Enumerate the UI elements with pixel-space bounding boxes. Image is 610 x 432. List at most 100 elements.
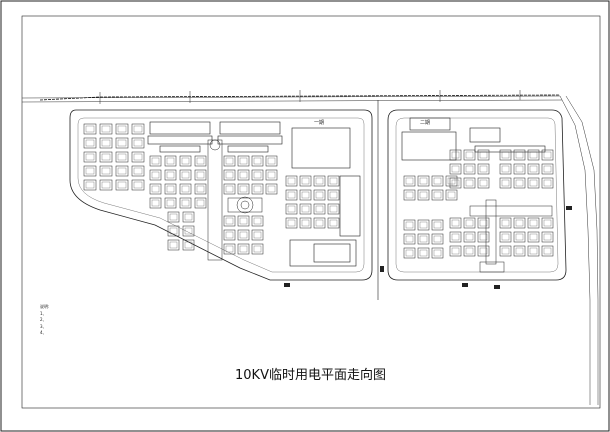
house-block <box>449 217 462 229</box>
house-block-inner <box>315 191 324 199</box>
house-block <box>403 247 416 259</box>
house-block-inner <box>225 157 234 165</box>
note-line: 3、 <box>40 323 47 329</box>
house-block-inner <box>133 167 143 175</box>
house-block <box>541 245 554 257</box>
house-block-inner <box>465 165 474 173</box>
house-block <box>115 165 129 177</box>
house-block-inner <box>181 185 190 193</box>
house-block <box>327 217 340 229</box>
house-block <box>431 233 444 245</box>
drawing-title: 10KV临时用电平面走向图 <box>235 368 386 383</box>
house-block <box>179 183 192 195</box>
house-block-inner <box>133 139 143 147</box>
house-block-inner <box>85 153 95 161</box>
house-block <box>431 247 444 259</box>
house-block <box>403 189 416 201</box>
house-block <box>179 169 192 181</box>
house-block <box>477 245 490 257</box>
house-block-inner <box>85 125 95 133</box>
house-block-inner <box>433 191 442 199</box>
house-block <box>83 137 97 149</box>
house-block-inner <box>239 157 248 165</box>
house-block-inner <box>85 181 95 189</box>
house-block <box>527 177 540 189</box>
house-block-inner <box>433 235 442 243</box>
house-block <box>299 203 312 215</box>
house-block <box>115 137 129 149</box>
house-block-inner <box>169 227 178 235</box>
house-block <box>83 151 97 163</box>
house-block <box>327 203 340 215</box>
house-block-inner <box>529 165 538 173</box>
house-block <box>513 217 526 229</box>
house-block <box>403 233 416 245</box>
house-block-inner <box>267 157 276 165</box>
house-block <box>149 155 162 167</box>
house-block-inner <box>501 233 510 241</box>
house-block-inner <box>85 139 95 147</box>
house-block-inner <box>433 177 442 185</box>
house-block-inner <box>239 185 248 193</box>
house-block-inner <box>451 151 460 159</box>
house-block <box>237 243 250 255</box>
house-block <box>265 169 278 181</box>
house-block <box>313 203 326 215</box>
house-block-inner <box>543 247 552 255</box>
house-block <box>237 169 250 181</box>
house-block-inner <box>184 241 193 249</box>
house-block-inner <box>287 177 296 185</box>
house-block-inner <box>465 179 474 187</box>
house-block-inner <box>543 151 552 159</box>
house-block <box>237 155 250 167</box>
house-block-inner <box>101 125 111 133</box>
house-block-inner <box>181 199 190 207</box>
house-block-inner <box>101 181 111 189</box>
house-block-inner <box>543 165 552 173</box>
house-block <box>449 231 462 243</box>
house-block-inner <box>101 153 111 161</box>
house-block <box>417 189 430 201</box>
house-block <box>499 177 512 189</box>
house-block <box>149 183 162 195</box>
house-block <box>527 231 540 243</box>
house-block <box>403 175 416 187</box>
house-block-inner <box>447 191 456 199</box>
house-block <box>431 189 444 201</box>
house-block-inner <box>405 235 414 243</box>
house-block-inner <box>501 219 510 227</box>
house-block <box>237 229 250 241</box>
house-block <box>194 155 207 167</box>
house-block <box>251 169 264 181</box>
house-block-inner <box>151 199 160 207</box>
house-block-inner <box>253 171 262 179</box>
house-block <box>167 239 180 251</box>
phase-two-boundary <box>387 109 567 281</box>
house-blocks <box>83 123 554 259</box>
house-block <box>265 183 278 195</box>
house-block-inner <box>405 221 414 229</box>
house-block-inner <box>181 171 190 179</box>
house-block <box>285 217 298 229</box>
phase-one-inner-road <box>77 117 365 273</box>
house-block <box>499 149 512 161</box>
house-block <box>131 179 145 191</box>
house-block-inner <box>451 165 460 173</box>
house-block <box>527 149 540 161</box>
phase-two-top-buildings <box>401 117 546 161</box>
house-block-inner <box>515 151 524 159</box>
house-block-inner <box>239 245 248 253</box>
note-line: 4、 <box>40 330 47 335</box>
house-block-inner <box>329 205 338 213</box>
house-block-inner <box>133 153 143 161</box>
house-block <box>179 197 192 209</box>
house-block-inner <box>315 219 324 227</box>
house-block-inner <box>225 185 234 193</box>
house-block-inner <box>405 249 414 257</box>
house-block-inner <box>239 171 248 179</box>
house-block <box>182 225 195 237</box>
house-block-inner <box>501 179 510 187</box>
zone-one-label: 一期 <box>314 120 325 126</box>
house-block-inner <box>529 247 538 255</box>
house-block <box>463 245 476 257</box>
